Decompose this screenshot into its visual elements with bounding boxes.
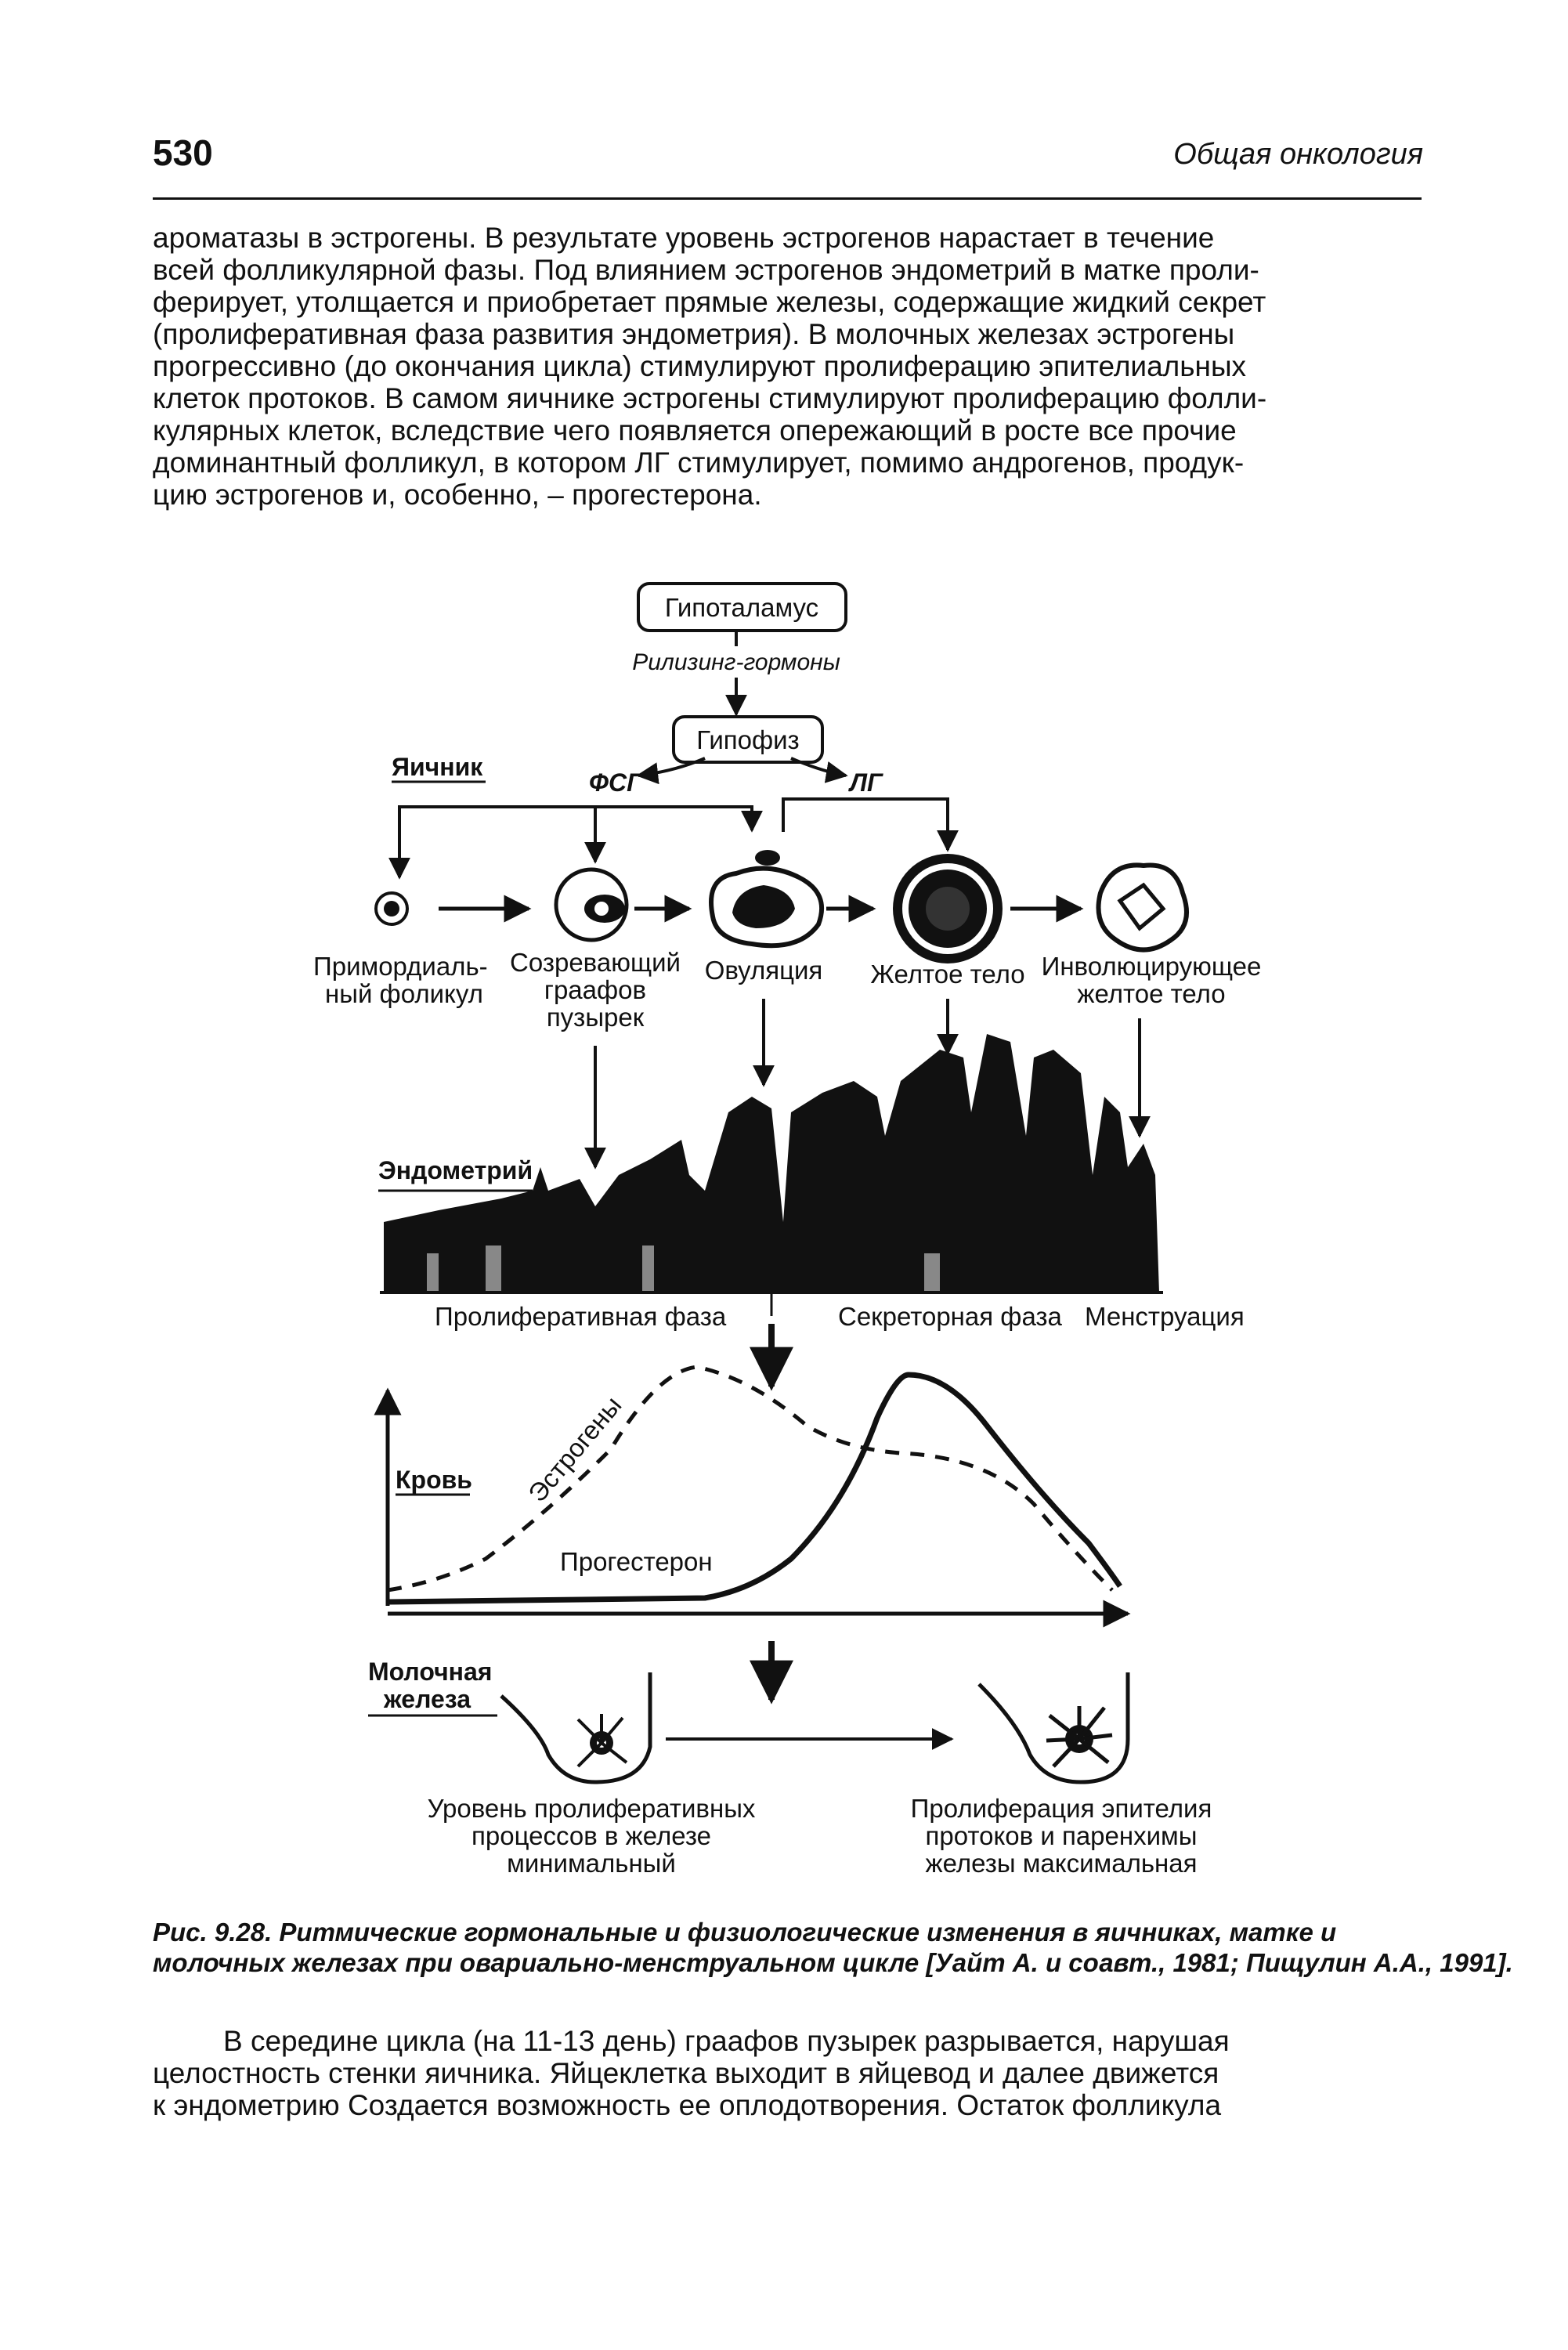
breast-label: Молочная: [368, 1658, 492, 1686]
lh-arrow: [790, 757, 848, 783]
involuting-label: Инволюцирующее: [1042, 952, 1262, 981]
blood-label: Кровь: [396, 1466, 472, 1494]
primordial-label: Примордиаль-: [313, 952, 488, 981]
running-title: Общая онкология: [1173, 138, 1423, 171]
text-line: ферирует, утолщается и приобретает прямы…: [153, 286, 1266, 318]
fsh-arrow: [636, 757, 706, 785]
paragraph-bottom: В середине цикла (на 11-13 день) граафов…: [153, 2025, 1425, 2121]
ovary-label: Яичник: [392, 753, 483, 781]
progesterone-curve: [387, 1372, 1122, 1605]
pituitary-label: Гипофиз: [696, 725, 799, 754]
figure-caption: Рис. 9.28. Ритмические гормональные и фи…: [153, 1917, 1513, 1978]
text-line: (пролиферативная фаза развития эндометри…: [153, 318, 1235, 350]
maturing-label: Созревающий: [510, 948, 681, 977]
maturing-label: пузырек: [547, 1003, 645, 1032]
text-line: кулярных клеток, вследствие чего появляе…: [153, 414, 1237, 446]
ovulation-icon: [709, 850, 824, 949]
maturing-label: граафов: [544, 975, 646, 1004]
text-line: цию эстрогенов и, особенно, – прогестеро…: [153, 479, 762, 511]
phase-secretory: Секреторная фаза: [838, 1302, 1063, 1331]
text-line: В середине цикла (на 11-13 день) граафов…: [223, 2025, 1230, 2057]
estrogen-label: Эстрогены: [522, 1390, 627, 1507]
hypothalamus-box: [637, 582, 847, 632]
corpus-luteum-icon: [893, 854, 1003, 964]
phase-proliferative: Пролиферативная фаза: [435, 1302, 727, 1331]
corpus-luteum-label: Желтое тело: [870, 960, 1024, 989]
breast-right-caption: Пролиферация эпителия: [911, 1794, 1212, 1823]
text-line: целостность стенки яичника. Яйцеклетка в…: [153, 2057, 1219, 2089]
primordial-label: ный фоликул: [325, 979, 483, 1008]
releasing-hormones-label: Рилизинг-гормоны: [632, 649, 840, 675]
breast-left-caption: Уровень пролиферативных: [428, 1794, 756, 1823]
breast-gland-minimal-icon: [500, 1672, 652, 1784]
caption-line: молочных железах при овариально-менструа…: [153, 1948, 1513, 1977]
involuting-corpus-luteum-icon: [1096, 862, 1189, 953]
breast-label: железа: [383, 1685, 471, 1713]
lh-label: ЛГ: [848, 768, 883, 797]
breast-gland-maximal-icon: [977, 1672, 1130, 1784]
text-line: прогрессивно (до окончания цикла) стимул…: [153, 350, 1247, 382]
involuting-label: желтое тело: [1077, 979, 1225, 1008]
text-line: ароматазы в эстрогены. В результате уров…: [153, 222, 1215, 254]
paragraph-top: ароматазы в эстрогены. В результате уров…: [153, 222, 1425, 511]
breast-left-caption: процессов в железе: [471, 1821, 711, 1850]
text-line: доминантный фолликул, в котором ЛГ стиму…: [153, 446, 1245, 479]
phase-menstruation: Менструация: [1085, 1302, 1245, 1331]
endometrium-label: Эндометрий: [378, 1156, 533, 1184]
header-rule: [153, 197, 1422, 200]
breast-right-caption: протоков и паренхимы: [926, 1821, 1198, 1850]
text-line: клеток протоков. В самом яичнике эстроге…: [153, 382, 1267, 414]
text-line: к эндометрию Создается возможность ее оп…: [153, 2089, 1222, 2121]
breast-right-caption: железы максимальная: [926, 1849, 1198, 1878]
progesterone-label: Прогестерон: [560, 1547, 713, 1576]
breast-left-caption: минимальный: [507, 1849, 676, 1878]
text-line: всей фолликулярной фазы. Под влиянием эс…: [153, 254, 1259, 286]
primordial-follicle-icon: [374, 891, 409, 926]
ovulation-label: Овуляция: [705, 956, 823, 985]
caption-line: Рис. 9.28. Ритмические гормональные и фи…: [153, 1918, 1337, 1947]
pituitary-box: [672, 715, 824, 764]
page-number: 530: [153, 132, 213, 173]
fsh-label: ФСГ: [589, 768, 643, 797]
hypothalamus-label: Гипоталамус: [665, 593, 818, 622]
maturing-follicle-icon: [554, 867, 629, 942]
estrogen-curve: [387, 1365, 1114, 1593]
